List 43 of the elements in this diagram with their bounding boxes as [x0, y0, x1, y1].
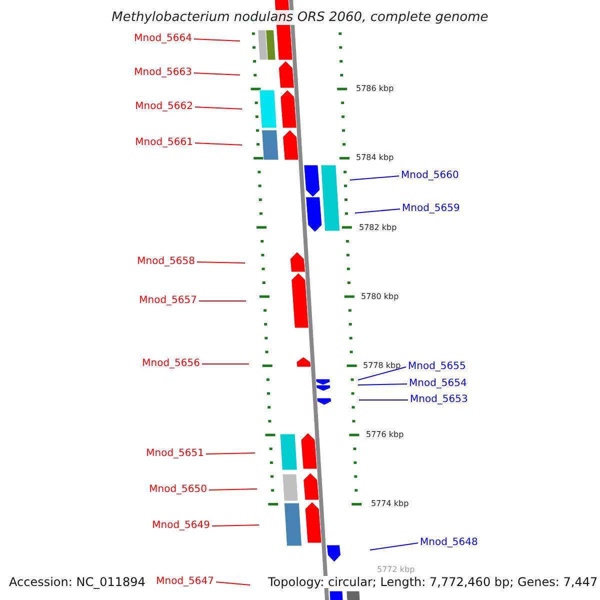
gene-label: Mnod_5655 [408, 361, 466, 372]
gene-label: Mnod_5656 [142, 358, 200, 369]
leader-line [354, 208, 400, 214]
gene-label: Mnod_5653 [410, 394, 468, 405]
gene-label: Mnod_5648 [420, 537, 478, 548]
leader-line [358, 366, 406, 380]
scale-label: 5782 kbp [359, 224, 397, 232]
footer-text: Topology: circular; Length: 7,772,460 bp; Genes: 7,447 [268, 576, 598, 588]
scale-label: 5776 kbp [366, 431, 404, 439]
scale-label: 5786 kbp [356, 85, 394, 93]
leader-line [194, 72, 240, 76]
gene-label: Mnod_5649 [152, 520, 210, 531]
scale-label: 5780 kbp [361, 293, 399, 301]
gene-label: Mnod_5659 [402, 203, 460, 214]
leader-line [358, 384, 408, 386]
leader-line [370, 542, 418, 550]
leader-line [198, 300, 246, 302]
leader-line [194, 106, 242, 110]
leader-line [212, 524, 260, 526]
leader-line [206, 452, 256, 454]
gene-label: Mnod_5658 [137, 256, 195, 267]
footer-text: Accession: NC_011894 [9, 576, 146, 588]
gene-label: Mnod_5647 [156, 576, 214, 587]
leader-line [208, 488, 258, 490]
map-title: Methylobacterium nodulans ORS 2060, complete genome [110, 10, 490, 25]
gene-label: Mnod_5662 [135, 101, 193, 112]
gene-label: Mnod_5664 [134, 33, 192, 44]
scale-label: 5784 kbp [356, 154, 394, 162]
gene-label: Mnod_5651 [146, 448, 204, 459]
gene-label: Mnod_5654 [409, 378, 467, 389]
leader-line [216, 582, 250, 586]
scale-label: 5778 kbp [363, 362, 401, 370]
gene-label: Mnod_5650 [149, 484, 207, 495]
leader-line [194, 142, 242, 146]
gene-label: Mnod_5661 [135, 137, 193, 148]
leader-line [196, 262, 246, 264]
gene-label: Mnod_5657 [139, 295, 197, 306]
leader-line [194, 38, 240, 42]
gene-label: Mnod_5663 [134, 67, 192, 78]
leader-line [350, 176, 400, 180]
gene-label: Mnod_5660 [401, 170, 459, 181]
scale-label: 5772 kbp [377, 566, 415, 574]
scale-label: 5774 kbp [371, 500, 409, 508]
